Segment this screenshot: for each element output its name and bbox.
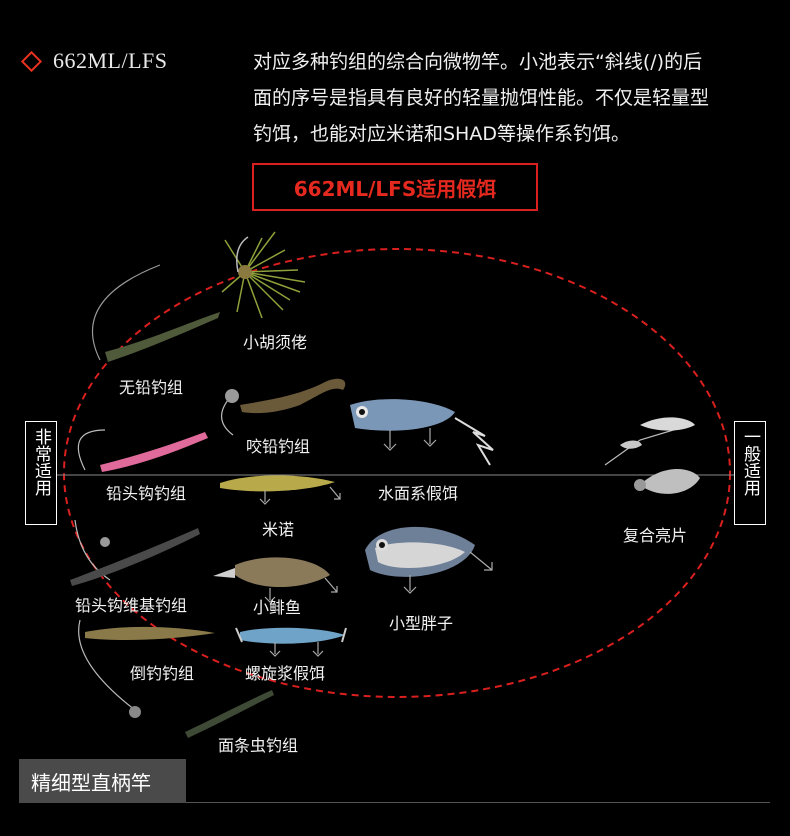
prop-bait-icon [235,627,347,657]
description-line: 面的序号是指具有良好的轻量抛饵性能。不仅是轻量型 [253,87,710,109]
section-title-box: 662ML/LFS适用假饵 [252,163,538,211]
description-line: 钓饵，也能对应米诺和SHAD等操作系钓饵。 [253,123,630,145]
lure-label-biting-sinker: 咬铅钓组 [246,437,311,456]
very-suitable-label: 非常适用 [25,421,57,525]
section-title: 662ML/LFS适用假饵 [293,176,497,201]
lure-label-prop-bait: 螺旋浆假饵 [245,664,326,683]
description: 对应多种钓组的综合向微物竿。小池表示“斜线(/)的后 面的序号是指具有良好的轻量… [253,44,778,152]
generally-suitable-text: 一般适用 [740,428,760,496]
model-heading: 662ML/LFS [20,48,168,74]
lure-label-rubber-jig: 小胡须佬 [243,333,308,352]
lure-label-small-shad: 小鲱鱼 [253,598,302,617]
lure-label-topwater: 水面系假饵 [378,484,459,503]
lure-label-no-sinker: 无铅钓组 [119,378,184,397]
footer-tab: 精细型直柄竿 [19,759,186,803]
footer-divider [186,802,770,803]
drop-shot-icon [78,619,215,718]
generally-suitable-label: 一般适用 [734,421,766,525]
lure-label-minnow: 米诺 [262,520,295,539]
description-line: 对应多种钓组的综合向微物竿。小池表示“斜线(/)的后 [253,51,703,73]
very-suitable-text: 非常适用 [31,428,51,496]
grub-jighead-icon [221,378,346,436]
crankbait-icon [365,526,493,594]
minnow-icon [220,475,341,505]
lure-label-jighead-wacky: 铅头钩维基钓组 [75,596,188,615]
lure-label-noodle-worm: 面条虫钓组 [218,736,299,755]
noodle-worm-icon [185,690,274,738]
lure-label-drop-shot: 倒钓钓组 [130,664,195,683]
lure-label-crankbait: 小型胖子 [389,614,454,633]
model-name: 662ML/LFS [53,48,168,73]
rubber-jig-icon [221,231,306,319]
popper-icon [350,399,494,466]
spinnerbait-icon [604,417,700,494]
soft-worm-icon [91,264,220,362]
lure-label-spinnerbait: 复合亮片 [623,526,688,545]
suitability-ellipse [63,248,731,698]
pink-worm-icon [77,429,208,472]
lure-label-jighead: 铅头钩钓组 [106,484,187,503]
small-shad-icon [213,557,338,603]
jighead-wacky-icon [70,519,200,586]
footer-tab-label: 精细型直柄竿 [31,770,151,795]
